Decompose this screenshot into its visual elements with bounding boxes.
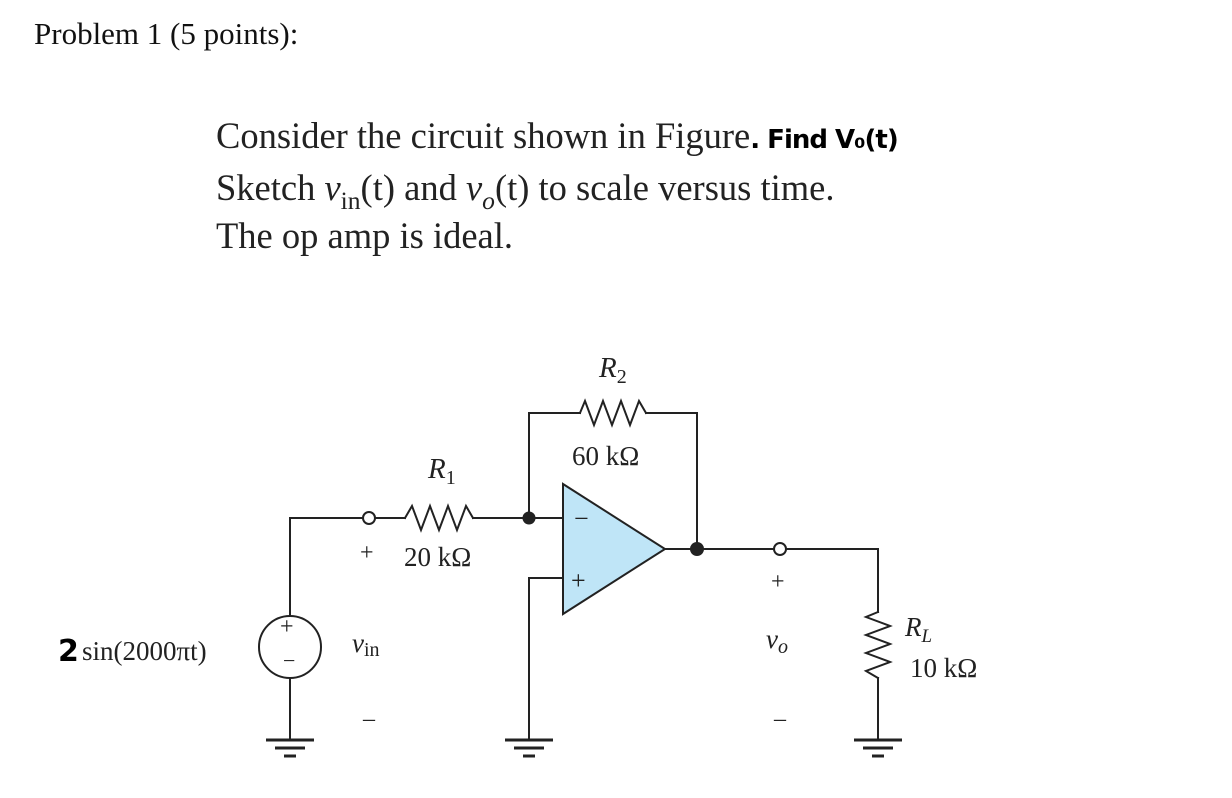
statement-text: (t) to scale versus time. [494,167,835,208]
vin-subscript: in [340,185,361,215]
resistor-rl [863,610,893,680]
ground-symbol [505,738,553,758]
vo-label: vo [766,624,788,658]
output-terminal [773,542,787,556]
vo-symbol: v [465,167,483,208]
problem-title: Problem 1 (5 points): [34,16,299,51]
statement-line-1: Consider the circuit shown in Figure. Fi… [216,112,899,164]
r1-value: 20 kΩ [404,542,471,572]
vin-symbol: v [324,167,341,208]
statement-text: Consider the circuit shown in Figure [216,115,751,156]
input-terminal [362,511,376,525]
r2-name: R2 [598,352,627,388]
vo-plus: + [771,569,785,595]
problem-statement: Consider the circuit shown in Figure. Fi… [216,112,899,260]
source-label: sin(2000πt) [82,636,207,666]
junction-dot [690,542,704,556]
op-amp [562,482,667,616]
r1-name: R1 [427,453,456,489]
statement-line-3: The op amp is ideal. [216,215,513,256]
r2-value: 60 kΩ [572,441,639,471]
rl-name: RL [904,612,932,647]
vin-plus: + [360,540,374,566]
statement-text: Sketch [216,167,325,208]
vo-minus: – [773,706,787,732]
opamp-inverting-sign: − [574,504,589,533]
source-minus: − [283,648,295,673]
ground-symbol [854,738,902,758]
source-amplitude: 2 [58,634,79,669]
vo-subscript: o [482,185,495,215]
ground-symbol [266,738,314,758]
vin-label: vin [352,628,380,661]
opamp-noninverting-sign: + [571,566,586,595]
statement-line-2: Sketch vin(t) and vo(t) to scale versus … [216,164,898,215]
statement-text: (t) and [360,167,466,208]
junction-dot [522,511,536,525]
resistor-r2 [578,398,648,428]
handwritten-note: . Find V₀(t) [750,125,898,155]
vin-minus: – [362,706,376,732]
rl-value: 10 kΩ [910,653,977,683]
resistor-r1 [403,503,475,533]
source-plus: + [280,614,294,640]
